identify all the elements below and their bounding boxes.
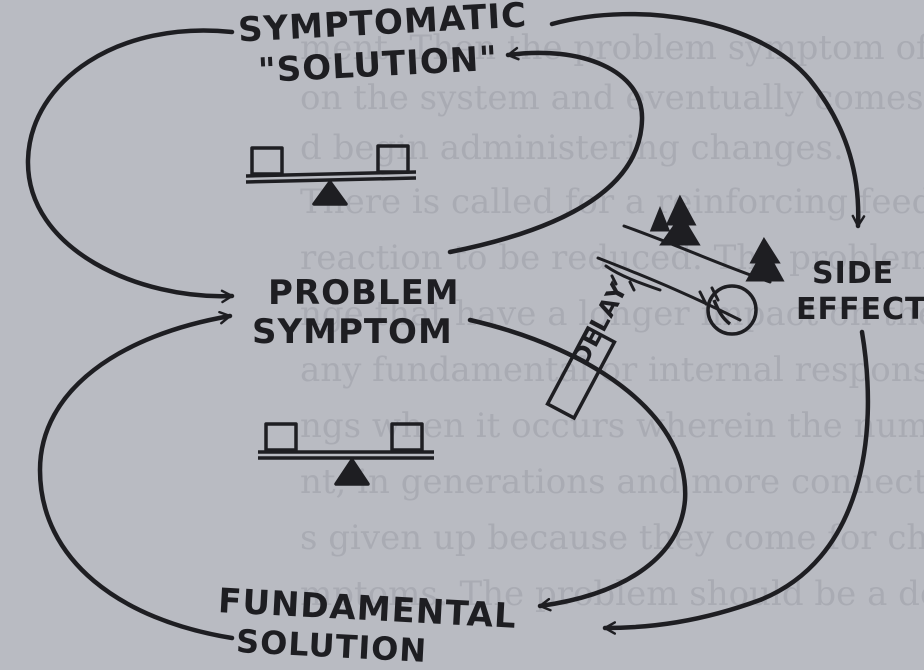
problem-symptom-label-line1: PROBLEM: [268, 273, 460, 313]
upper-loop-left-arrow: [25, 28, 235, 304]
delay-arrow: [467, 317, 688, 612]
upper-loop-right-arrow: [447, 46, 645, 255]
problem-symptom-label-line2: SYMPTOM: [252, 312, 453, 352]
background-text-line: nt, in generations and more connect: [300, 462, 924, 502]
side-effect-label-line1: SIDE: [812, 256, 895, 291]
background-text-line: ment. Then the problem symptom often i: [300, 28, 924, 68]
side-effect-to-fundamental-arrow: [602, 329, 871, 635]
background-text-line: ngs when it occurs wherein the numb: [300, 406, 924, 446]
background-text-line: nge that have a longer impact on the sys…: [300, 294, 924, 334]
delay-box: [545, 325, 617, 421]
background-text-line: There is called for a reinforcing feedba…: [300, 182, 924, 222]
side-effect-label-line2: EFFECT: [796, 292, 924, 327]
background-text-line: s given up because they come for ch: [300, 518, 924, 558]
snowball-icon: [706, 284, 758, 336]
background-text-line: on the system and eventually comes to a …: [300, 78, 924, 118]
background-text-line: mptoms. The problem should be a deeper p…: [300, 574, 924, 614]
background-text-line: d begin administering changes.: [300, 128, 844, 168]
side-effect-arrow: [549, 11, 866, 229]
background-text-line: any fundamental or internal response: [300, 350, 924, 390]
lower-loop-left-arrow: [37, 310, 235, 641]
balance-icon-upper: [245, 144, 417, 206]
hill-with-trees-icon: [596, 194, 785, 322]
balance-icon-lower: [258, 422, 434, 486]
